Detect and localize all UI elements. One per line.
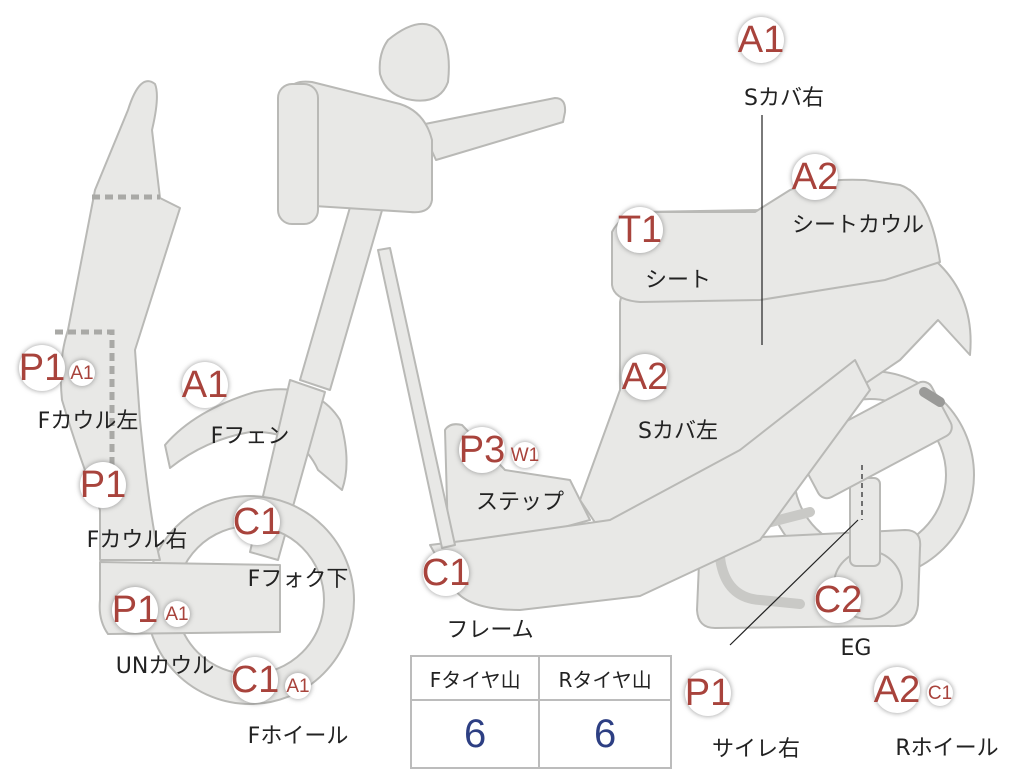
part-code-seat[interactable]: T1 <box>617 207 663 253</box>
part-code-r-wheel[interactable]: A2 <box>873 667 921 713</box>
part-code-f-fork-lower[interactable]: C1 <box>232 499 282 545</box>
windscreen-shape <box>378 22 450 102</box>
rear-down-tube-shape <box>377 247 456 549</box>
muffler-right-leader-line <box>729 519 859 646</box>
part-label-f-fork-lower: Fフォク下 <box>247 567 349 592</box>
rear-tire-tread-header: Rタイヤ山 <box>538 655 672 701</box>
part-label-frame: フレーム <box>446 618 534 643</box>
headlight-shape <box>277 83 319 225</box>
part-code-frame[interactable]: C1 <box>421 550 471 596</box>
part-code-f-fender[interactable]: A1 <box>181 362 229 408</box>
part-label-s-cover-right: Sカバ右 <box>744 86 824 111</box>
front-tire-tread-header: Fタイヤ山 <box>409 655 541 701</box>
frame-shape <box>429 359 871 611</box>
grab-rail-shape <box>919 387 945 407</box>
part-code-un-cowl[interactable]: P1 <box>111 587 159 633</box>
part-label-seat-cowl: シートカウル <box>791 213 925 238</box>
part-code-s-cover-right[interactable]: A1 <box>737 17 785 63</box>
part-code-seat-cowl[interactable]: A2 <box>791 154 839 200</box>
part-label-muffler-right: サイレ右 <box>711 737 801 762</box>
part-label-un-cowl: UNカウル <box>115 654 215 679</box>
part-label-step: ステップ <box>475 490 565 515</box>
cowl-division-line-middle <box>55 329 115 470</box>
part-code-f-cowl-left[interactable]: P1 <box>18 345 66 391</box>
part-code-s-cover-left[interactable]: A2 <box>621 354 669 400</box>
part-label-r-wheel: Rホイール <box>895 736 999 761</box>
part-label-s-cover-left: Sカバ左 <box>638 419 718 444</box>
sub-code-f-cowl-left[interactable]: A1 <box>69 360 95 386</box>
rear-shock-shape <box>849 477 881 567</box>
front-wheel-shape <box>145 495 355 705</box>
part-label-f-wheel: Fホイール <box>247 724 349 749</box>
part-label-f-fender: Fフェン <box>210 424 290 449</box>
tire-tread-table: Fタイヤ山 Rタイヤ山 6 6 <box>409 655 672 769</box>
sub-code-un-cowl[interactable]: A1 <box>164 601 190 627</box>
part-code-engine[interactable]: C2 <box>813 577 863 623</box>
part-code-muffler-right[interactable]: P1 <box>684 670 732 716</box>
part-label-f-cowl-right: Fカウル右 <box>86 528 188 553</box>
part-label-seat: シート <box>644 268 712 293</box>
front-tire-tread-value[interactable]: 6 <box>409 699 541 769</box>
part-label-engine: EG <box>840 636 872 661</box>
front-cowl-shape <box>59 80 181 561</box>
part-code-step[interactable]: P3 <box>458 427 506 473</box>
sub-code-r-wheel[interactable]: C1 <box>927 680 953 706</box>
handlebar-shape <box>419 97 567 161</box>
part-code-f-wheel[interactable]: C1 <box>230 657 280 703</box>
sub-code-f-wheel[interactable]: A1 <box>285 673 311 699</box>
part-label-f-cowl-left: Fカウル左 <box>37 409 139 434</box>
rear-tire-tread-value[interactable]: 6 <box>538 699 672 769</box>
sub-code-step[interactable]: W1 <box>511 442 539 468</box>
part-code-f-cowl-right[interactable]: P1 <box>79 462 127 508</box>
